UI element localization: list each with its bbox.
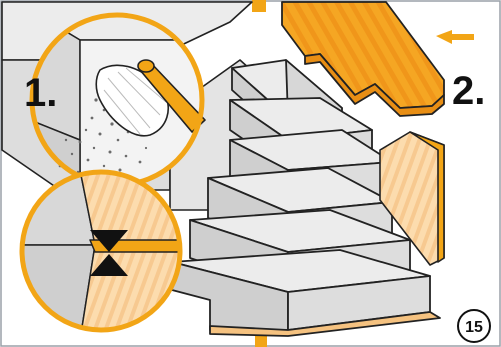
step2-label: 2.: [452, 69, 485, 113]
top-guide-mark: [252, 0, 266, 12]
page-number-badge: 15: [458, 310, 490, 342]
page-number: 15: [465, 319, 483, 336]
step1-label: 1.: [24, 71, 57, 115]
bottom-guide-mark: [255, 336, 267, 347]
